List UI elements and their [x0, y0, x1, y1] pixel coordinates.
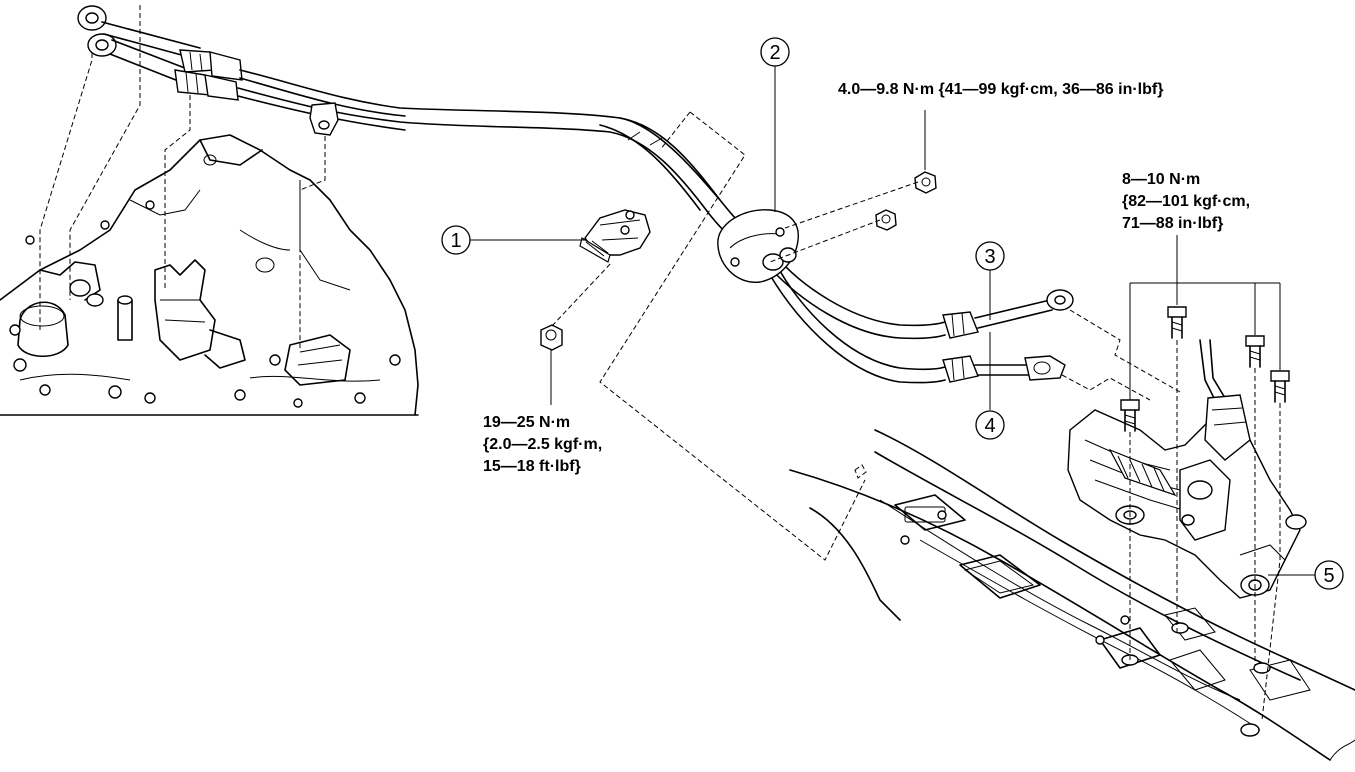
shift-lever-component [1067, 339, 1315, 599]
shift-lever-bolts [1120, 235, 1290, 721]
svg-text:5: 5 [1323, 565, 1334, 587]
shift-select-cables [77, 5, 946, 384]
torque-line: 15—18 ft·lbf} [483, 458, 581, 475]
bolt [1120, 399, 1140, 432]
torque-line: 19—25 N·m [483, 414, 571, 431]
torque-spec-cable-bracket-nut: 19—25 N·m {2.0—2.5 kgf·m, 15—18 ft·lbf} [483, 412, 602, 478]
callout-1: 1 [441, 225, 585, 255]
callout-2: 2 [760, 37, 790, 212]
cable-ends [942, 270, 1181, 410]
svg-text:3: 3 [984, 246, 995, 268]
floor-panel [789, 429, 1355, 761]
torque-spec-shift-lever-bolt: 8—10 N·m {82—101 kgf·cm, 71—88 in·lbf} [1122, 169, 1250, 235]
torque-line: {2.0—2.5 kgf·m, [483, 436, 603, 453]
cable-grommet [717, 209, 799, 283]
torque-line: {82—101 kgf·cm, [1122, 193, 1251, 210]
svg-text:1: 1 [450, 230, 461, 252]
torque-spec-grommet-nut: 4.0—9.8 N·m {41—99 kgf·cm, 36—86 in·lbf} [838, 79, 1163, 101]
torque-line: 8—10 N·m [1122, 171, 1201, 188]
cable-bracket [540, 111, 866, 561]
transaxle-illustration [0, 5, 419, 416]
torque-line: 4.0—9.8 N·m {41—99 kgf·cm, 36—86 in·lbf} [838, 81, 1164, 98]
bolt [1245, 335, 1265, 368]
grommet-nuts [769, 110, 937, 263]
callout-3: 3 [975, 241, 1005, 271]
bolt [1270, 370, 1290, 403]
svg-text:2: 2 [769, 42, 780, 64]
callout-5: 5 [1314, 560, 1344, 590]
torque-line: 71—88 in·lbf} [1122, 215, 1224, 232]
bolt [1167, 306, 1187, 339]
callout-4: 4 [975, 410, 1005, 440]
svg-text:4: 4 [984, 415, 995, 437]
